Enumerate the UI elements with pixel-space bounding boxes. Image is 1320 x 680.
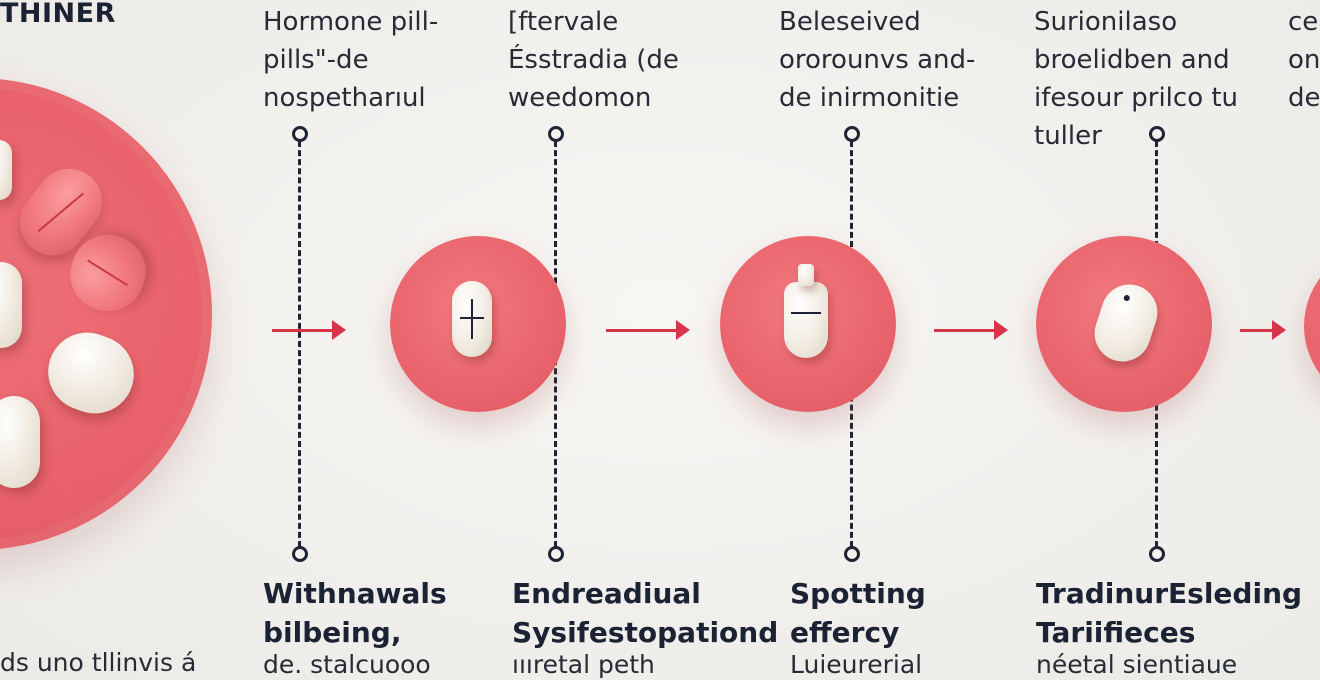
pill-disc: [1304, 246, 1320, 406]
pill-icon: [452, 281, 492, 357]
pill-icon: [0, 396, 40, 488]
plate-caption: ds uno tllinvis á: [0, 648, 197, 677]
timeline-node-icon: [844, 546, 860, 562]
timeline-node-icon: [292, 546, 308, 562]
pill-icon: [0, 140, 12, 200]
arrow-right-icon: [272, 320, 346, 340]
pill-icon: [798, 264, 814, 286]
arrow-right-icon: [1240, 320, 1286, 340]
step-2-description: [ftervale Ésstradia (de weedomon: [508, 7, 679, 113]
pill-icon: [784, 282, 828, 358]
step-3-description: Beleseived ororounvs and- de inirmonitie: [779, 7, 976, 113]
timeline-node-icon: [1149, 546, 1165, 562]
step-4-subtitle: néetal sientiaue: [1036, 650, 1238, 679]
step-2-subtitle: ıııretal peth: [512, 650, 655, 679]
step-1-description: Hormone pill- pills"-de nospetharıul: [263, 7, 439, 113]
pill-icon: [0, 262, 22, 348]
timeline-node-icon: [1149, 126, 1165, 142]
step-1-title: Withnawals bilbeing,: [263, 577, 447, 649]
timeline-node-icon: [548, 546, 564, 562]
arrow-right-icon: [606, 320, 690, 340]
arrow-right-icon: [934, 320, 1008, 340]
step-3-title: Spotting effercy: [790, 577, 926, 649]
step-4-title: TradinurEsleding Tariifieces: [1036, 577, 1303, 649]
step-3-subtitle: Luieurerial: [790, 650, 923, 679]
timeline-node-icon: [292, 126, 308, 142]
step-1-subtitle: de. stalсuооо: [263, 650, 431, 679]
step-5-description: ce on de: [1288, 7, 1320, 113]
timeline-node-icon: [548, 126, 564, 142]
timeline-line: [298, 141, 301, 547]
step-2-title: Endreadiual Sysifestopationd: [512, 577, 779, 649]
timeline-node-icon: [844, 126, 860, 142]
page-title: THINER: [0, 0, 116, 29]
step-4-description: Surionilaso broelidben and ifesour prilc…: [1034, 7, 1239, 151]
